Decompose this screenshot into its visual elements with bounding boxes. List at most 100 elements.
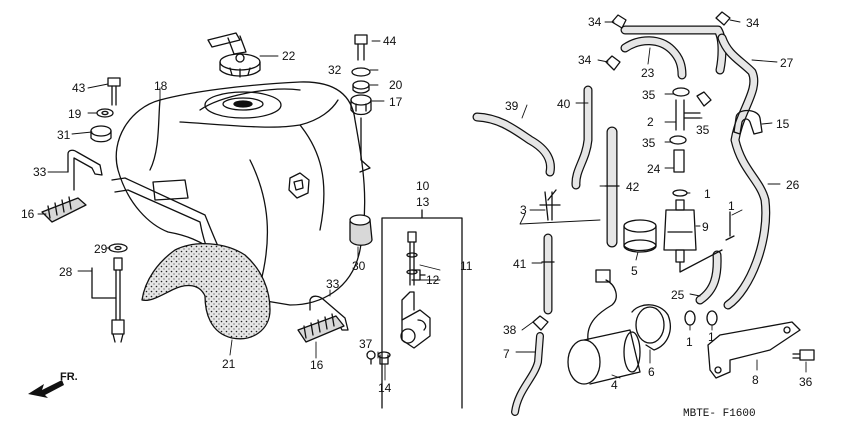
ref-34-b: 34 <box>746 16 760 30</box>
ref-16-left: 16 <box>21 207 35 221</box>
clip-1-c <box>706 310 718 326</box>
ref-1-a: 1 <box>704 187 711 201</box>
pump-bracket-6 <box>631 304 671 351</box>
rubber-16-right <box>297 315 345 343</box>
clip-35-b <box>696 91 712 107</box>
front-direction-label: FR. <box>60 371 78 383</box>
ref-34-c: 34 <box>578 53 592 67</box>
ref-12: 12 <box>426 273 440 287</box>
ref-33-right: 33 <box>326 277 340 291</box>
ref-3: 3 <box>520 203 527 217</box>
fuel-cap <box>207 32 261 78</box>
ref-10: 10 <box>416 179 430 193</box>
fuel-filter <box>663 199 697 263</box>
ref-16-right: 16 <box>310 358 324 372</box>
ref-24: 24 <box>647 162 661 176</box>
clip-34-c <box>605 55 621 71</box>
ref-8: 8 <box>752 373 759 387</box>
valve-box-outline <box>381 217 463 409</box>
drain-assembly <box>91 243 128 343</box>
ref-2: 2 <box>647 115 654 129</box>
cushion-30 <box>349 214 373 246</box>
front-direction-arrow <box>28 380 64 398</box>
ref-37: 37 <box>359 337 373 351</box>
ref-35-a: 35 <box>642 88 656 102</box>
ref-21: 21 <box>222 357 236 371</box>
joint-24 <box>673 149 685 173</box>
ref-27: 27 <box>780 56 794 70</box>
ref-35-b: 35 <box>696 123 710 137</box>
grommet-31 <box>90 125 112 143</box>
ref-19: 19 <box>68 107 82 121</box>
ref-31: 31 <box>57 128 71 142</box>
reference-numbers: 22 44 32 20 17 18 43 19 31 33 16 29 28 2… <box>21 15 813 395</box>
grommet-17 <box>350 94 372 116</box>
clip-33-left <box>67 149 103 191</box>
clip-1-a <box>672 189 688 197</box>
joint-3 <box>539 189 561 221</box>
ref-32: 32 <box>328 63 342 77</box>
fuel-tank <box>111 81 366 306</box>
ref-7: 7 <box>503 347 510 361</box>
bolt-14 <box>377 351 391 365</box>
bolt-43 <box>107 77 121 106</box>
heat-guard <box>141 243 271 340</box>
ref-35-c: 35 <box>642 136 656 150</box>
tank-mount-bracket <box>359 117 371 173</box>
clip-35-c <box>669 135 687 145</box>
diagram-code: MBTE- F1600 <box>683 408 756 420</box>
ref-1-c: 1 <box>686 335 693 349</box>
washer-19 <box>96 108 114 118</box>
clip-33-right <box>309 295 349 331</box>
ref-14: 14 <box>378 381 392 395</box>
ref-43: 43 <box>72 81 86 95</box>
ref-39: 39 <box>505 99 519 113</box>
clip-35-a <box>672 87 690 97</box>
bracket-8 <box>707 321 801 379</box>
washer-32 <box>351 67 371 77</box>
clip-34-a <box>611 14 627 29</box>
ref-44: 44 <box>383 34 397 48</box>
bolt-36 <box>792 349 815 361</box>
ref-15: 15 <box>776 117 790 131</box>
ref-26: 26 <box>786 178 800 192</box>
bolt-44 <box>354 34 368 61</box>
ref-25: 25 <box>671 288 685 302</box>
band-5 <box>623 219 657 253</box>
ref-1-d: 1 <box>708 330 715 344</box>
ref-20: 20 <box>389 78 403 92</box>
ref-4: 4 <box>611 378 618 392</box>
ref-41: 41 <box>513 257 527 271</box>
ref-42: 42 <box>626 180 640 194</box>
fuel-valve <box>400 231 431 349</box>
ref-18: 18 <box>154 79 168 93</box>
clip-34-b <box>715 11 731 26</box>
ref-6: 6 <box>648 365 655 379</box>
ref-9: 9 <box>702 220 709 234</box>
ref-5: 5 <box>631 264 638 278</box>
ref-40: 40 <box>557 97 571 111</box>
ref-34-a: 34 <box>588 15 602 29</box>
t-joint-2 <box>675 99 701 131</box>
ref-36: 36 <box>799 375 813 389</box>
holder-15 <box>733 109 763 135</box>
ref-1-b: 1 <box>728 199 735 213</box>
ref-38: 38 <box>503 323 517 337</box>
ref-30: 30 <box>352 259 366 273</box>
cushion-20 <box>352 80 370 94</box>
hose-26-27 <box>717 33 771 310</box>
ref-33-left: 33 <box>33 165 47 179</box>
ref-29: 29 <box>94 242 108 256</box>
clip-38 <box>532 315 549 331</box>
ref-17: 17 <box>389 95 403 109</box>
ref-23: 23 <box>641 66 655 80</box>
ref-22: 22 <box>282 49 296 63</box>
clip-1-b <box>684 310 696 326</box>
ref-28: 28 <box>59 265 73 279</box>
ref-13: 13 <box>416 195 430 209</box>
screw-37 <box>366 350 376 365</box>
fuel-pump <box>567 269 641 385</box>
ref-11: 11 <box>460 259 473 273</box>
